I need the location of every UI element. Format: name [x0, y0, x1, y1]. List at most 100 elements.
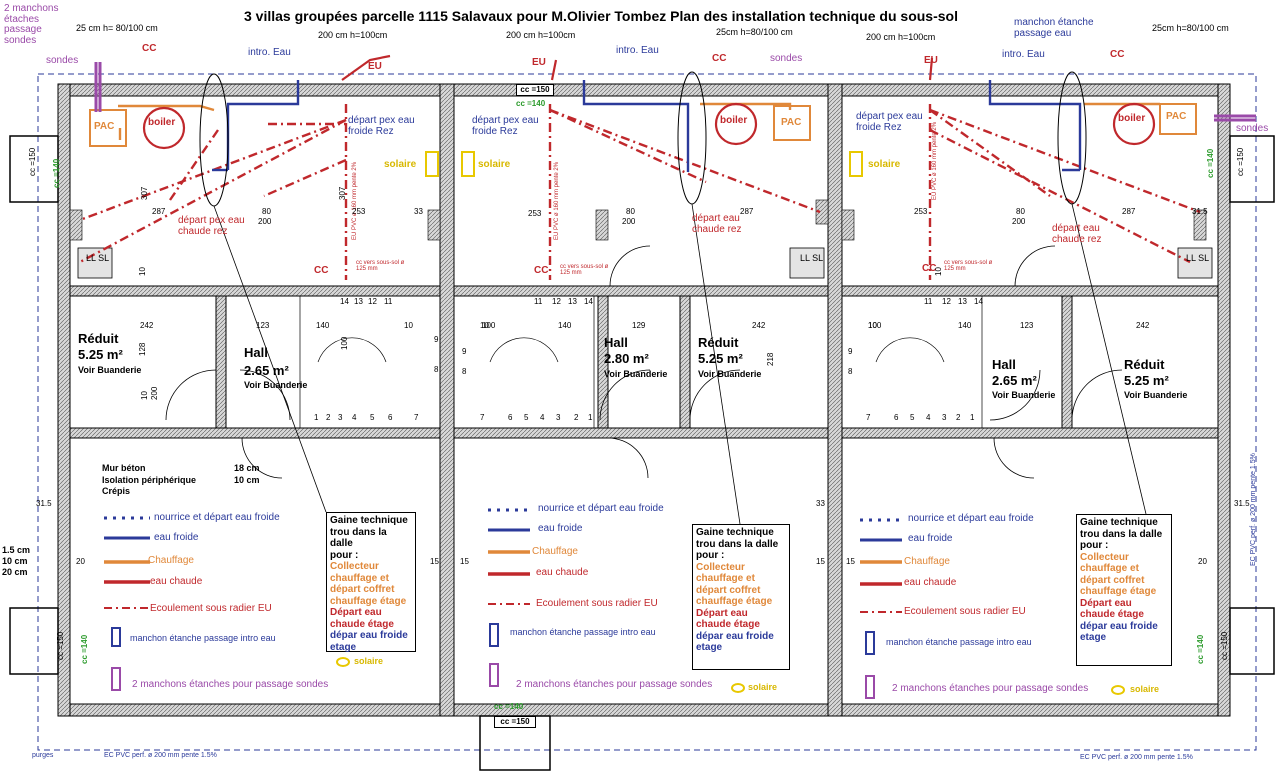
gaine-a-b1: dépar eau froide	[330, 630, 408, 641]
stair-right-3: 3	[942, 413, 947, 422]
dim-123-a: 123	[256, 321, 270, 330]
wall-note-isolation-value: 10 cm	[234, 475, 260, 485]
cc-140-bottom: cc =140	[494, 702, 524, 711]
gaine-c-o3: départ coffret	[1080, 574, 1145, 586]
eu-label-c: EU	[924, 55, 938, 66]
wall-note-isolation: Isolation périphérique	[102, 475, 197, 485]
ll-sl-c: LL SL	[1186, 253, 1210, 263]
cc-150-bottom: cc =150	[494, 716, 536, 728]
left-note-15: 1.5 cm	[2, 545, 31, 555]
room-reduit-c-note: Voir Buanderie	[1124, 390, 1188, 400]
gaine-b-o2: chauffage et	[696, 573, 755, 584]
depart-pex-froide-c: départ pex eau froide Rez	[856, 111, 923, 133]
depart-pex-froide-a: départ pex eau froide Rez	[348, 115, 415, 137]
room-hall-b-note: Voir Buanderie	[604, 369, 668, 379]
gaine-c-l3: pour :	[1080, 540, 1109, 551]
room-reduit-b-area: 5.25 m²	[698, 351, 743, 366]
dim-287-b: 287	[740, 207, 754, 216]
dim-307-a: 307	[140, 186, 149, 200]
stair-left-13: 13	[354, 297, 363, 306]
leader-lines	[213, 203, 1147, 525]
wall-note-mur-value: 18 cm	[234, 463, 260, 473]
sondes-sleeves	[94, 62, 1256, 122]
stair-mid-13: 13	[568, 297, 577, 306]
room-hall-b: Hall	[604, 335, 628, 350]
stair-mid-3: 3	[556, 413, 561, 422]
dim-253-b: 253	[528, 209, 542, 218]
stair-left-14: 14	[340, 297, 349, 306]
room-reduit-b: Réduit	[698, 335, 739, 350]
gaine-a-r2: chaude étage	[330, 618, 394, 630]
outer-walls	[57, 83, 1231, 717]
manchon-etanche-note: manchon étanche passage eau	[1014, 17, 1094, 39]
eu-label-a: EU	[368, 61, 382, 72]
legend-b-ecoulement: Ecoulement sous radier EU	[536, 598, 658, 609]
legend-symbols-a	[104, 516, 350, 691]
stair-left-2: 2	[326, 413, 331, 422]
dim-218-b: 218	[766, 352, 775, 366]
cc-vers-a: cc vers sous-sol ø 125 mm	[356, 260, 405, 273]
stair-right-9: 9	[848, 347, 853, 356]
dim-15-d: 15	[846, 557, 855, 566]
boiler-label-c: boiler	[1118, 113, 1146, 124]
stair-left-10: 10	[404, 321, 413, 330]
dim-80-b: 80	[626, 207, 635, 216]
heating-lines	[118, 102, 1160, 140]
legend-a-nourrice: nourrice et départ eau froide	[154, 512, 280, 523]
stair-mid-4: 4	[540, 413, 545, 422]
purges-label: purges	[32, 752, 54, 759]
room-reduit-c-area: 5.25 m²	[1124, 373, 1169, 388]
stair-left-12: 12	[368, 297, 377, 306]
gaine-b-o3: départ coffret	[696, 584, 761, 596]
legend-symbols-b	[488, 508, 745, 693]
cc-140-side-c: cc =140	[1196, 634, 1205, 664]
hot-water-lines	[142, 54, 1156, 150]
room-hall-c-note: Voir Buanderie	[992, 390, 1056, 400]
stair-right-10: 10	[868, 321, 877, 330]
dim-140-c: 140	[958, 321, 972, 330]
stair-mid-12: 12	[552, 297, 561, 306]
stair-left-6: 6	[388, 413, 393, 422]
dim-15-c: 15	[816, 557, 825, 566]
legend-a-chauffage: Chauffage	[148, 555, 194, 566]
dim-20-right: 20	[1198, 557, 1207, 566]
dim-10-a: 10	[138, 267, 147, 276]
dim-200-c2: 200	[1012, 217, 1026, 226]
pac-label-c: PAC	[1166, 111, 1187, 122]
legend-b-solaire: solaire	[748, 682, 778, 692]
eu-pvc-b: EU PVC ø 160 mm pente 2%	[554, 161, 560, 240]
intro-eau-a: intro. Eau	[248, 47, 291, 58]
gaine-b-l1: Gaine technique	[696, 527, 774, 538]
cc-140-top: cc =140	[516, 99, 546, 108]
dim-315-c: 31.5	[1192, 207, 1208, 216]
sondes-label-right: sondes	[1236, 123, 1269, 134]
dim-140-b: 140	[558, 321, 572, 330]
stair-left-7: 7	[414, 413, 419, 422]
ec-pvc-right: EC PVC perf. ø 200 mm pente 1.5%	[1080, 754, 1193, 761]
dim-128-a: 128	[138, 342, 147, 356]
room-hall-c: Hall	[992, 357, 1016, 372]
gaine-a-o2: chauffage et	[330, 572, 389, 584]
legend-c-sondes: 2 manchons étanches pour passage sondes	[892, 683, 1089, 694]
dim-80-a: 80	[262, 207, 271, 216]
legend-b-nourrice: nourrice et départ eau froide	[538, 503, 664, 514]
cc-label-a: CC	[142, 43, 157, 54]
stair-right-11: 11	[924, 297, 933, 306]
gaine-a-l2: trou dans la dalle	[330, 526, 387, 550]
gaine-c-b2: etage	[1080, 632, 1107, 643]
gaine-c-o4: chauffage étage	[1080, 586, 1157, 597]
stair-left-1: 1	[314, 413, 319, 422]
legend-a-eau-chaude: eau chaude	[150, 576, 203, 587]
gaine-box-b: Gaine technique trou dans la dalle pour …	[692, 524, 790, 670]
stair-right-4: 4	[926, 413, 931, 422]
dim-33-a: 33	[414, 207, 423, 216]
ll-sl-b: LL SL	[800, 253, 824, 263]
dim-100-a: 100	[340, 336, 349, 350]
legend-c-eau-chaude: eau chaude	[904, 577, 957, 588]
room-reduit-a-area: 5.25 m²	[78, 347, 123, 362]
room-hall-a-area: 2.65 m²	[244, 363, 289, 378]
cc-150-side-a: cc =150	[28, 147, 37, 176]
stair-right-2: 2	[956, 413, 961, 422]
dim-315-left: 31.5	[36, 499, 52, 508]
stair-mid-2: 2	[574, 413, 579, 422]
